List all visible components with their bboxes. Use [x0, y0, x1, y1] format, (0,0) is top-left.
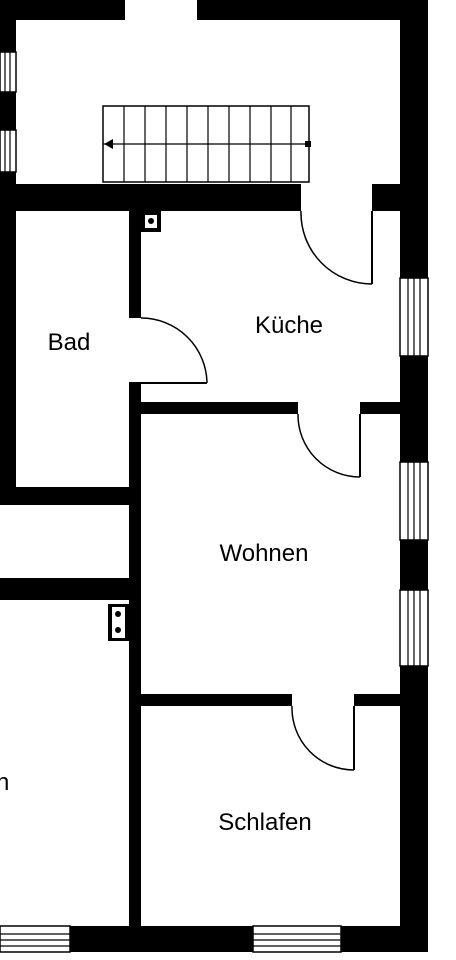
window-icon — [252, 925, 342, 953]
window-icon — [0, 925, 71, 953]
window-icon — [399, 277, 429, 357]
wall-bad-bottom — [0, 487, 141, 505]
electrical-outlet-icon — [108, 604, 129, 641]
wall-bad-kueche — [129, 211, 141, 318]
room-label-schlafen: Schlafen — [218, 809, 311, 836]
wall-stairhall-bottom — [16, 184, 301, 211]
wall-wohnen-schlafen-right — [354, 694, 400, 706]
outer-wall-bottom — [0, 926, 428, 952]
door-swing-icon — [140, 317, 208, 384]
outer-wall-top-left — [0, 0, 125, 20]
wall-left-lower — [0, 578, 141, 600]
staircase-icon — [102, 105, 311, 183]
room-label-kueche: Küche — [255, 312, 323, 339]
window-icon — [399, 461, 429, 541]
room-label-wohnen: Wohnen — [220, 540, 309, 567]
window-icon — [0, 51, 17, 93]
wall-bad-kueche-lower — [129, 382, 141, 495]
window-icon — [399, 589, 429, 667]
wall-wohnen-schlafen-left — [141, 694, 292, 706]
door-swing-icon — [297, 413, 361, 478]
door-swing-icon — [291, 705, 355, 771]
wall-kueche-wohnen-left — [141, 402, 298, 414]
door-swing-icon — [300, 210, 373, 285]
window-icon — [0, 129, 17, 173]
wall-center-vertical — [129, 505, 141, 926]
outer-wall-top-right — [197, 0, 428, 20]
room-label-bad: Bad — [48, 329, 91, 356]
electrical-outlet-icon — [141, 211, 161, 232]
wall-kueche-wohnen-right — [360, 402, 400, 414]
room-label-cut-left: n — [0, 769, 9, 796]
wall-stairhall-bottom-right — [372, 184, 400, 211]
